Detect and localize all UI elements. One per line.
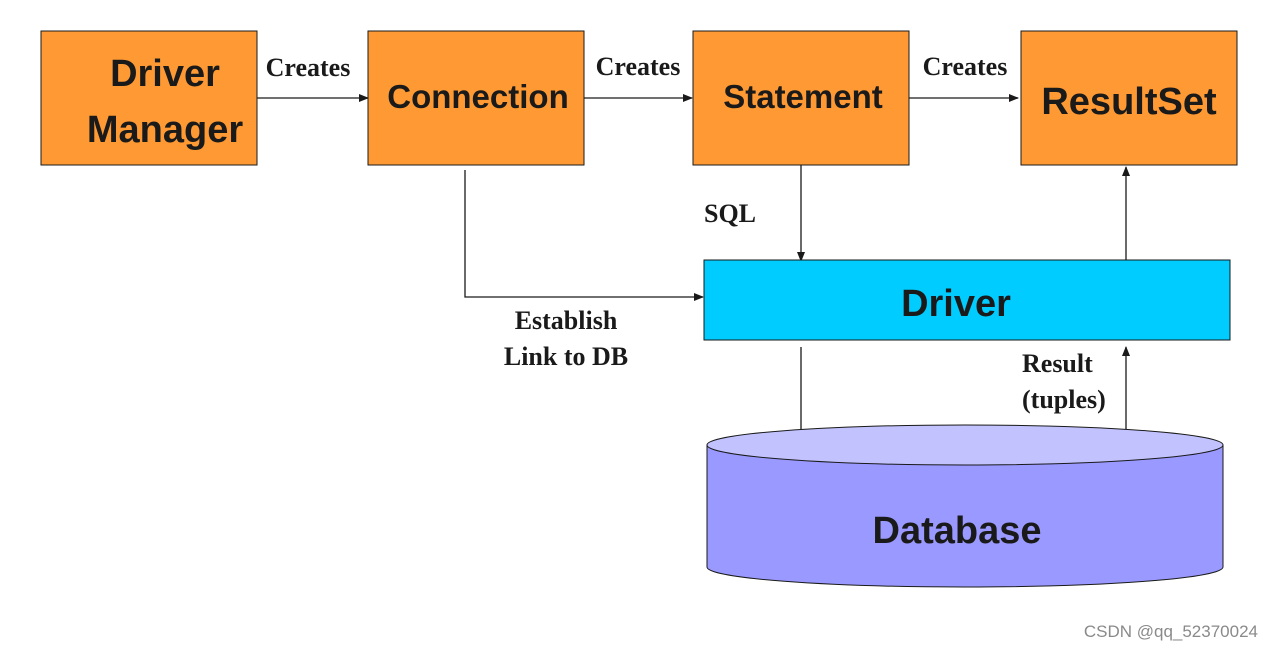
driver-manager-label-line2: Manager [87, 109, 243, 151]
database-label: Database [873, 510, 1042, 552]
label-sql: SQL [704, 199, 756, 228]
node-connection: Connection [367, 30, 585, 166]
arrow-connection-to-driver [464, 170, 704, 301]
driver-label: Driver [901, 283, 1011, 325]
driver-manager-label-line1: Driver [110, 53, 220, 95]
label-link-to-db: Link to DB [504, 342, 628, 371]
label-result: Result [1022, 349, 1093, 378]
node-statement: Statement [692, 30, 910, 166]
node-driver: Driver [703, 259, 1231, 341]
label-tuples: (tuples) [1022, 385, 1106, 414]
edge-labels: Creates Creates Creates SQL Establish Li… [266, 52, 1106, 414]
node-resultset: ResultSet [1020, 30, 1238, 166]
node-database: Database [706, 424, 1224, 588]
node-driver-manager: Driver Manager [40, 30, 258, 166]
label-creates-resultset: Creates [923, 52, 1008, 81]
label-creates-connection: Creates [266, 53, 351, 82]
connection-label: Connection [387, 78, 568, 115]
resultset-label: ResultSet [1041, 81, 1217, 123]
watermark-text: CSDN @qq_52370024 [1084, 622, 1258, 641]
statement-label: Statement [723, 78, 883, 115]
connectors [257, 94, 1130, 444]
label-creates-statement: Creates [596, 52, 681, 81]
label-establish: Establish [515, 306, 618, 335]
